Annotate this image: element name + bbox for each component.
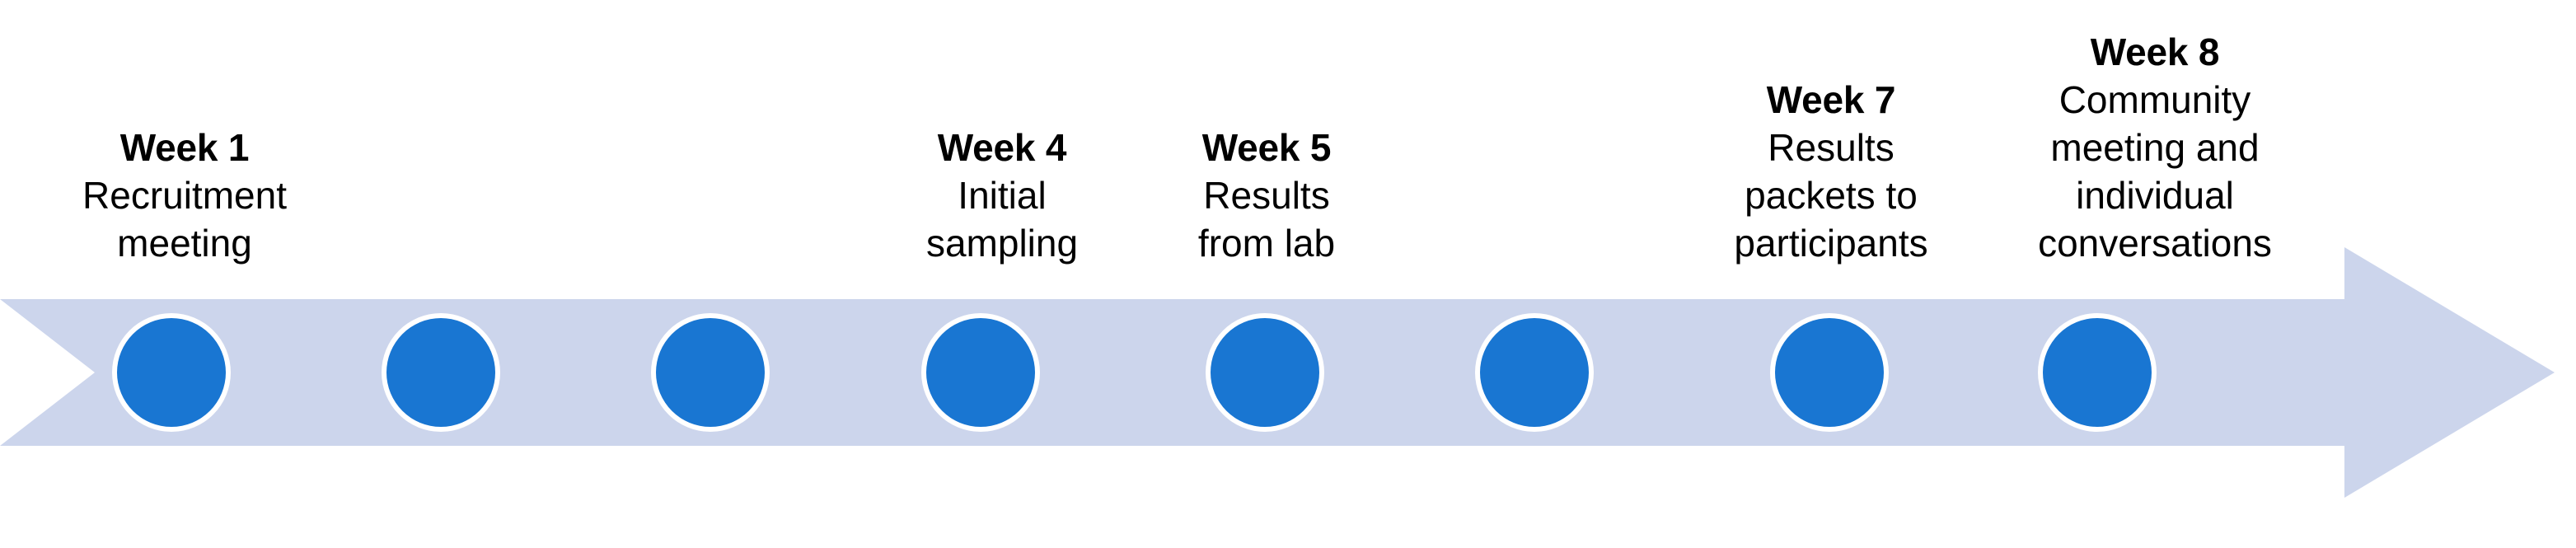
milestone-dot-5[interactable] (1211, 318, 1319, 427)
milestone-dot-2[interactable] (386, 318, 495, 427)
week-desc-line: Recruitment (82, 174, 287, 217)
week-title: Week 5 (1201, 126, 1332, 169)
milestone-dot-1[interactable] (117, 318, 226, 427)
milestone-dot-6[interactable] (1480, 318, 1589, 427)
week-desc-line: Initial (958, 174, 1047, 217)
week-desc-line: from lab (1197, 222, 1336, 265)
week-desc-line: conversations (2038, 222, 2272, 265)
week-desc-line: meeting (117, 222, 252, 265)
week-desc-line: individual (2076, 174, 2234, 217)
week-title: Week 4 (937, 126, 1067, 169)
milestone-dot-3[interactable] (656, 318, 765, 427)
milestone-dot-8[interactable] (2043, 318, 2152, 427)
milestone-label-week-5: Week 5 Results from lab (1198, 124, 1335, 267)
week-title: Week 7 (1766, 78, 1896, 121)
milestone-label-week-1: Week 1 Recruitment meeting (82, 124, 287, 267)
milestone-dot-7[interactable] (1775, 318, 1884, 427)
week-desc-line: packets to (1745, 174, 1918, 217)
week-desc-line: sampling (925, 222, 1079, 265)
week-desc-line: participants (1734, 222, 1928, 265)
week-desc-line: Results (1768, 126, 1895, 169)
week-desc-line: meeting and (2050, 126, 2260, 169)
milestone-label-week-4: Week 4 Initial sampling (926, 124, 1078, 267)
week-desc-line: Community (2058, 78, 2251, 121)
milestone-dot-4[interactable] (926, 318, 1035, 427)
week-desc-line: Results (1203, 174, 1330, 217)
milestone-label-week-8: Week 8 Community meeting and individual … (2038, 28, 2272, 267)
week-title: Week 8 (2090, 30, 2220, 73)
milestone-label-week-7: Week 7 Results packets to participants (1734, 76, 1927, 267)
week-title: Week 1 (119, 126, 250, 169)
